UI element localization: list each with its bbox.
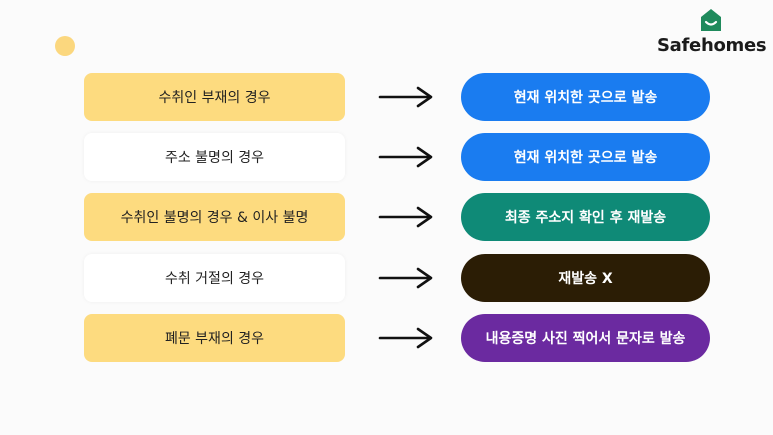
arrow-right-icon	[378, 327, 433, 349]
action-pill: 현재 위치한 곳으로 발송	[461, 73, 710, 121]
row-5: 폐문 부재의 경우 내용증명 사진 찍어서 문자로 발송	[0, 314, 773, 362]
arrow-right-icon	[378, 146, 433, 168]
house-smile-icon	[701, 9, 721, 31]
case-label: 수취 거절의 경우	[84, 254, 345, 302]
arrow-right-icon	[378, 86, 433, 108]
row-4: 수취 거절의 경우 재발송 X	[0, 254, 773, 302]
brand-name: Safehomes	[657, 35, 767, 56]
case-label: 폐문 부재의 경우	[84, 314, 345, 362]
decorative-dot	[55, 36, 75, 56]
arrow-right-icon	[378, 267, 433, 289]
case-label: 주소 불명의 경우	[84, 133, 345, 181]
action-pill: 재발송 X	[461, 254, 710, 302]
brand-logo: Safehomes	[648, 8, 768, 60]
row-1: 수취인 부재의 경우 현재 위치한 곳으로 발송	[0, 73, 773, 121]
arrow-right-icon	[378, 206, 433, 228]
action-pill: 최종 주소지 확인 후 재발송	[461, 193, 710, 241]
action-pill: 현재 위치한 곳으로 발송	[461, 133, 710, 181]
row-3: 수취인 불명의 경우 & 이사 불명 최종 주소지 확인 후 재발송	[0, 193, 773, 241]
case-label: 수취인 불명의 경우 & 이사 불명	[84, 193, 345, 241]
row-2: 주소 불명의 경우 현재 위치한 곳으로 발송	[0, 133, 773, 181]
action-pill: 내용증명 사진 찍어서 문자로 발송	[461, 314, 710, 362]
case-label: 수취인 부재의 경우	[84, 73, 345, 121]
